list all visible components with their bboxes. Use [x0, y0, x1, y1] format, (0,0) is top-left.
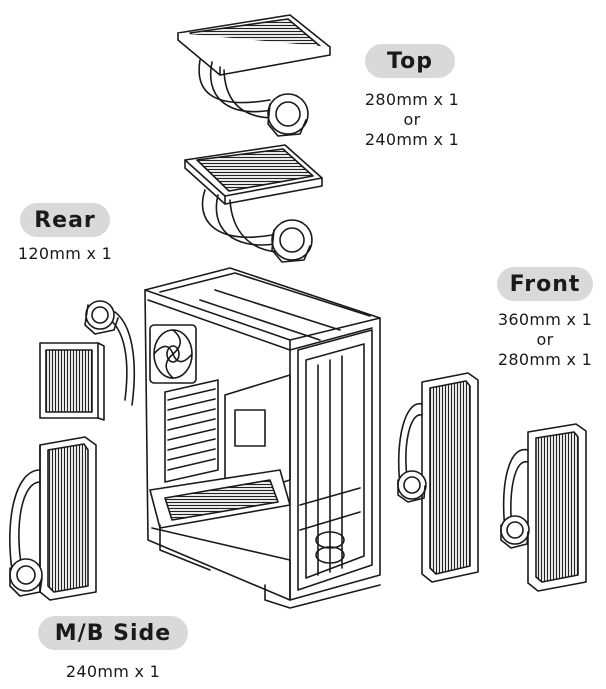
front-title: Front	[509, 271, 581, 297]
mb-side-radiator-240	[9, 436, 97, 601]
top-sizes: 280mm x 1 or 240mm x 1	[352, 90, 472, 150]
rear-radiator-120	[39, 300, 136, 421]
front-size-or: or	[536, 330, 554, 349]
front-size-2: 280mm x 1	[497, 350, 593, 369]
top-size-2: 240mm x 1	[364, 130, 460, 149]
front-label: Front	[497, 267, 593, 301]
pc-case	[144, 267, 381, 609]
rear-size-1: 120mm x 1	[17, 244, 113, 263]
top-size-1: 280mm x 1	[364, 90, 460, 109]
top-radiator-280	[177, 14, 331, 137]
top-label: Top	[365, 44, 455, 78]
front-radiator-280	[500, 423, 587, 592]
top-title: Top	[387, 48, 433, 74]
mb-side-size-1: 240mm x 1	[65, 662, 161, 681]
front-radiator-360	[397, 372, 479, 583]
front-sizes: 360mm x 1 or 280mm x 1	[486, 310, 604, 370]
rear-title: Rear	[34, 207, 96, 233]
rear-label: Rear	[20, 203, 110, 237]
mb-side-label: M/B Side	[38, 616, 188, 650]
top-radiator-240	[184, 144, 323, 263]
mb-side-title: M/B Side	[54, 620, 172, 646]
mb-side-sizes: 240mm x 1	[56, 662, 170, 682]
top-size-or: or	[403, 110, 421, 129]
front-size-1: 360mm x 1	[497, 310, 593, 329]
rear-sizes: 120mm x 1	[8, 244, 122, 264]
pci-slots	[164, 379, 219, 483]
